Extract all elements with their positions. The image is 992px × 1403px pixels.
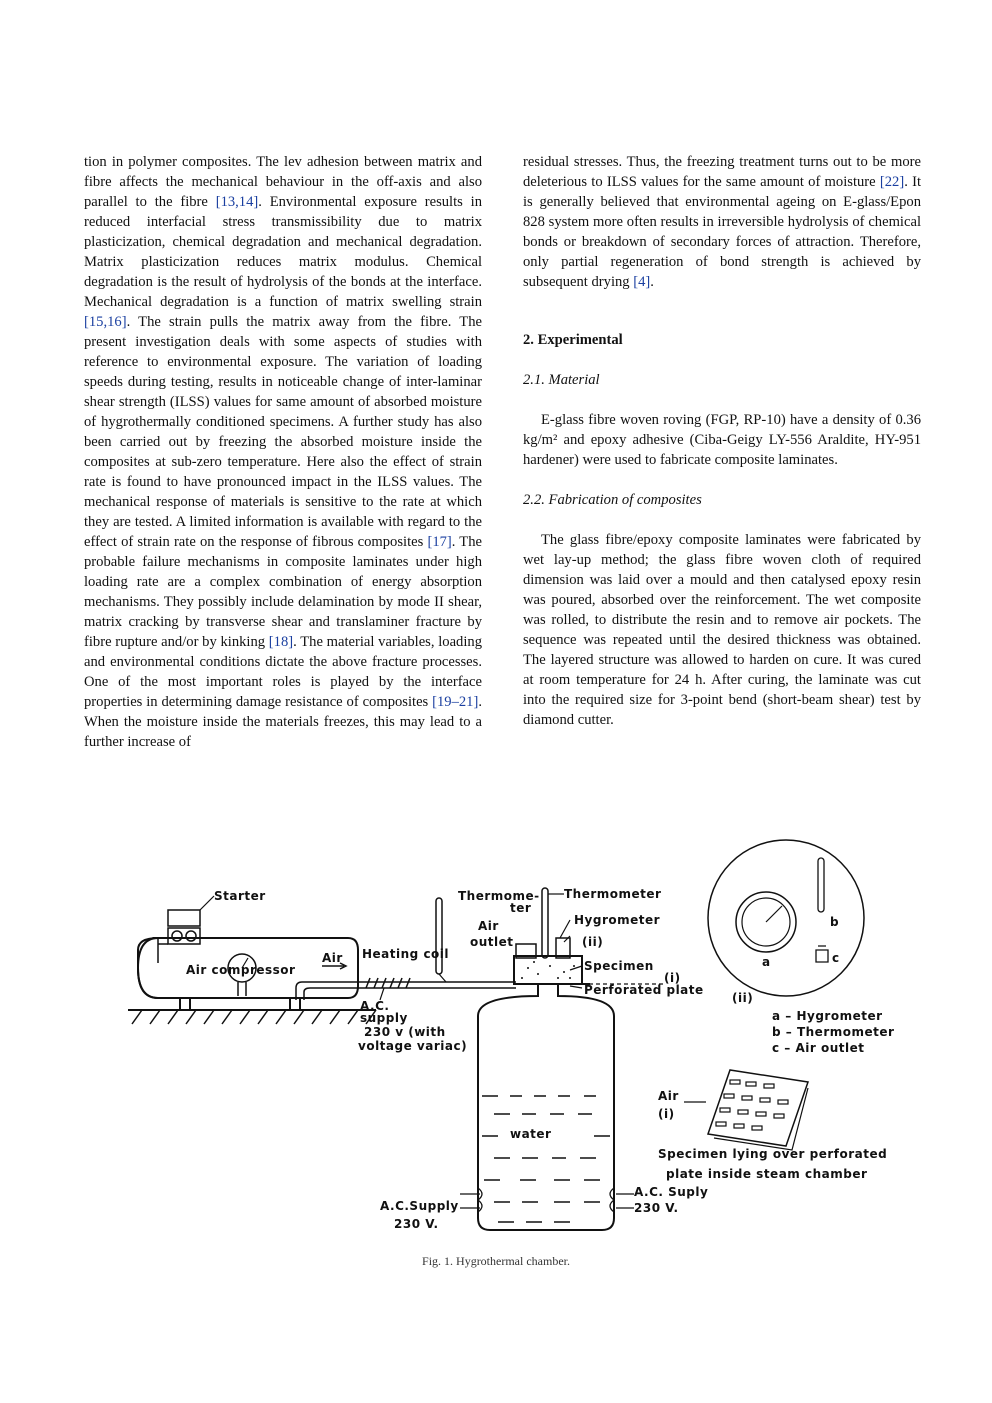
citation-link[interactable]: [18] — [268, 634, 294, 650]
label-detail-ii: (ii) — [732, 991, 753, 1005]
specimen-caption-1: Specimen lying over perforated — [658, 1147, 887, 1161]
text-run: tion in polymer composites. The lev adhe… — [84, 154, 482, 210]
detail-top-view — [707, 839, 865, 997]
citation-link[interactable]: [17] — [427, 534, 452, 550]
perforated-plate-detail — [684, 1069, 810, 1151]
pressure-gauge — [227, 953, 257, 996]
citation-link[interactable]: [22] — [879, 174, 905, 190]
label-thermometer-left-1: Thermome- — [458, 889, 540, 903]
leader-lines — [548, 893, 583, 989]
specimen-caption-2: plate inside steam chamber — [666, 1167, 867, 1181]
label-air-outlet-2: outlet — [470, 935, 514, 949]
label-heating-coil: Heating coil — [362, 947, 449, 961]
subsection-heading-material: 2.1. Material — [523, 372, 600, 388]
citation-link[interactable]: [13,14] — [215, 194, 259, 210]
label-air-outlet-1: Air — [478, 919, 499, 933]
water-vessel — [460, 984, 634, 1231]
text-run: . The strain pulls the matrix away from … — [84, 314, 482, 550]
hygrothermal-chamber-figure: Starter Air compressor Air Heating coil … — [128, 839, 894, 1231]
air-compressor-tank — [136, 937, 359, 1010]
label-ac-supply-3: 230 v (with — [364, 1025, 446, 1039]
air-pipe — [295, 962, 516, 1000]
continuation-paragraph: residual stresses. Thus, the freezing tr… — [523, 152, 921, 292]
section-heading: 2. Experimental — [523, 332, 623, 348]
starter-box — [157, 895, 215, 963]
heating-coil — [365, 977, 411, 1001]
text-run: . Environmental exposure results in redu… — [84, 194, 482, 310]
fabrication-paragraph: The glass fibre/epoxy composite laminate… — [523, 532, 921, 728]
left-column: tion in polymer composites. The lev adhe… — [84, 152, 482, 752]
label-air-i-1: Air — [658, 1089, 679, 1103]
citation-link[interactable]: [15,16] — [84, 314, 127, 330]
text-run: residual stresses. Thus, the freezing tr… — [523, 154, 921, 190]
label-perforated-plate: Perforated plate — [584, 983, 704, 997]
text-run: . — [650, 274, 654, 290]
intro-paragraph: tion in polymer composites. The lev adhe… — [84, 152, 482, 752]
text-run: . It is generally believed that environm… — [523, 174, 922, 290]
figure-caption: Fig. 1. Hygrothermal chamber. — [422, 1254, 570, 1268]
legend-c: c – Air outlet — [772, 1041, 864, 1055]
label-ac-supply-left-1: A.C.Supply — [380, 1199, 459, 1213]
label-air: Air — [322, 951, 343, 965]
label-ac-supply-right-1: A.C. Suply — [634, 1185, 708, 1199]
label-air-i-2: (i) — [658, 1107, 675, 1121]
steam-chamber-top — [513, 887, 664, 985]
citation-link[interactable]: [4] — [633, 274, 651, 290]
label-ii: (ii) — [582, 935, 603, 949]
right-column: residual stresses. Thus, the freezing tr… — [523, 152, 921, 730]
legend-a: a – Hygrometer — [772, 1009, 883, 1023]
label-detail-c: c — [832, 951, 840, 965]
text-run: . The material variables, loading and en… — [84, 634, 483, 710]
label-ac-supply-left-2: 230 V. — [394, 1217, 439, 1231]
label-hygrometer: Hygrometer — [574, 913, 660, 927]
label-ac-supply-right-2: 230 V. — [634, 1201, 679, 1215]
label-thermometer: Thermometer — [564, 887, 661, 901]
citation-link[interactable]: [19–21] — [432, 694, 479, 710]
label-starter: Starter — [214, 889, 266, 903]
material-paragraph: E-glass fibre woven roving (FGP, RP-10) … — [523, 412, 921, 468]
label-air-compressor: Air compressor — [186, 963, 295, 977]
ground-hatch — [128, 1009, 377, 1025]
label-ac-supply-1: A.C. — [360, 999, 389, 1013]
label-ac-supply-2: supply — [360, 1011, 408, 1025]
text-run: . When the moisture inside the materials… — [84, 694, 482, 750]
label-thermometer-left-2: ter — [510, 901, 531, 915]
text-run: . The probable failure mechanisms in com… — [84, 534, 482, 650]
label-ac-supply-4: voltage variac) — [358, 1039, 467, 1053]
subsection-heading-fabrication: 2.2. Fabrication of composites — [523, 492, 702, 508]
label-water: water — [510, 1127, 551, 1141]
label-i: (i) — [664, 971, 681, 985]
label-specimen: Specimen — [584, 959, 654, 973]
label-detail-b: b — [830, 915, 839, 929]
label-detail-a: a — [762, 955, 771, 969]
thermometer-left — [435, 897, 447, 983]
legend-b: b – Thermometer — [772, 1025, 894, 1039]
